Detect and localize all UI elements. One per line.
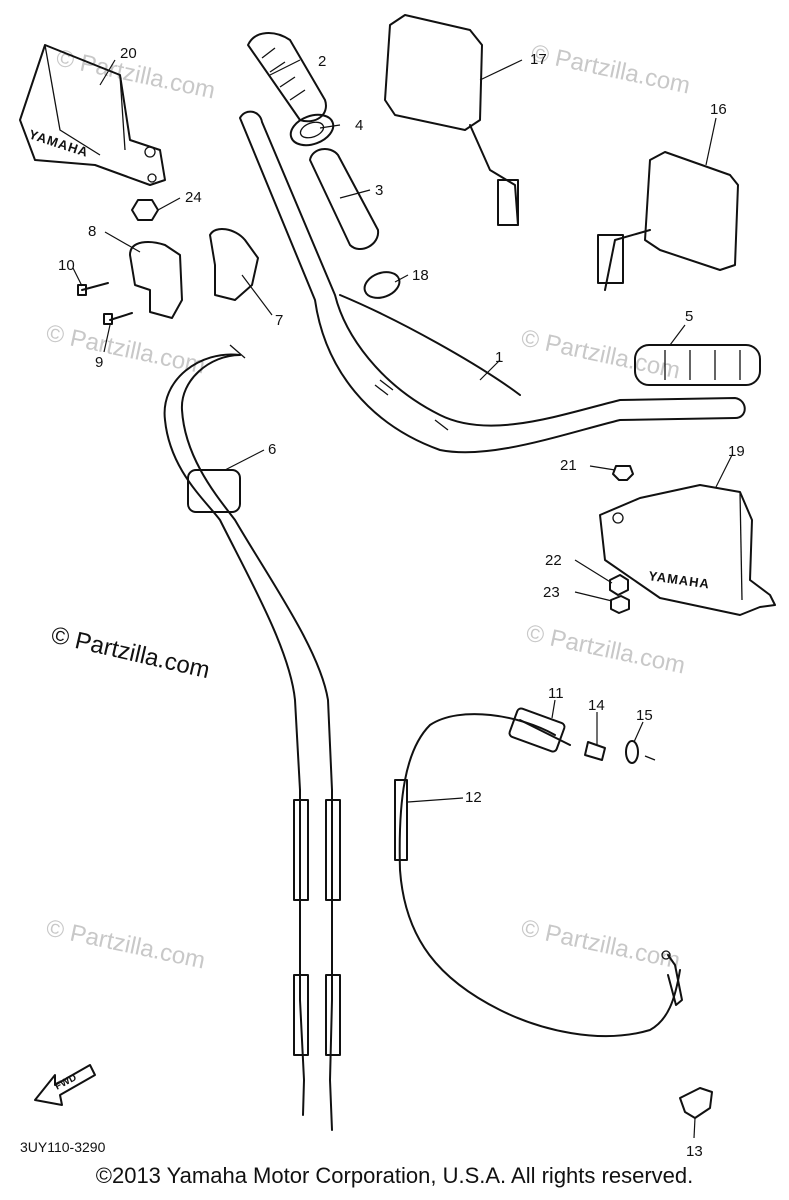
- watermark: © Partzilla.com: [44, 319, 208, 379]
- throttle-tube: [309, 148, 380, 250]
- callout-18: 18: [412, 267, 429, 284]
- callout-11: 11: [548, 685, 564, 702]
- clutch-cable: [394, 707, 683, 1038]
- grip-collar: [289, 113, 335, 147]
- handlebar-holder-lower: [129, 241, 183, 319]
- callout-6: 6: [268, 441, 276, 458]
- watermarks: © Partzilla.com © Partzilla.com © Partzi…: [44, 39, 693, 974]
- callout-20: 20: [120, 45, 137, 62]
- callout-16: 16: [710, 101, 727, 118]
- callout-19: 19: [728, 443, 745, 460]
- callout-21: 21: [560, 457, 577, 474]
- callout-17: 17: [530, 51, 547, 68]
- leader-lines: [72, 59, 733, 1139]
- callout-7: 7: [275, 312, 283, 329]
- fwd-arrow: FWD: [34, 1064, 96, 1106]
- screw-10: [77, 282, 109, 296]
- callout-1: 1: [495, 349, 503, 366]
- bolt-21: [612, 465, 634, 481]
- watermark: © Partzilla.com: [529, 39, 693, 99]
- callout-13: 13: [686, 1143, 703, 1160]
- callout-9: 9: [95, 354, 103, 371]
- bolt-13: [679, 1087, 713, 1119]
- callouts: 20 2 17 16 4 3 24 8 10 18 7 5 1 9 6 21 1…: [58, 45, 745, 1160]
- nut-22: [609, 574, 629, 596]
- callout-24: 24: [185, 189, 202, 206]
- callout-23: 23: [543, 584, 560, 601]
- hand-guard-brand: YAMAHA: [27, 127, 90, 160]
- right-hand-guard: YAMAHA: [599, 484, 776, 616]
- watermark: © Partzilla.com: [524, 619, 688, 679]
- callout-8: 8: [88, 223, 96, 240]
- part-code: 3UY110-3290: [20, 1139, 106, 1155]
- throttle-grip: [247, 32, 327, 123]
- callout-4: 4: [355, 117, 363, 134]
- hand-guard-brand: YAMAHA: [648, 568, 711, 591]
- handlebar-holder-upper: [209, 228, 259, 301]
- watermark: © Partzilla.com: [44, 914, 208, 974]
- fwd-label: FWD: [53, 1072, 78, 1092]
- left-grip: [634, 344, 761, 386]
- callout-2: 2: [318, 53, 326, 70]
- callout-5: 5: [685, 308, 693, 325]
- mirror-right: [597, 151, 739, 291]
- partzilla-watermark: © Partzilla.com: [49, 622, 213, 685]
- handlebar: [239, 110, 746, 454]
- mirror-left: [384, 14, 519, 226]
- copyright-notice: ©2013 Yamaha Motor Corporation, U.S.A. A…: [95, 1163, 694, 1188]
- callout-22: 22: [545, 552, 562, 569]
- callout-3: 3: [375, 182, 383, 199]
- callout-10: 10: [58, 257, 75, 274]
- ring-18: [363, 271, 401, 299]
- nut-24: [131, 199, 159, 221]
- screw-9: [103, 312, 133, 325]
- watermark: © Partzilla.com: [519, 324, 683, 384]
- throttle-cables: [163, 344, 341, 1131]
- watermark: © Partzilla.com: [519, 914, 683, 974]
- nut-23: [610, 595, 630, 614]
- callout-14: 14: [588, 697, 605, 714]
- callout-12: 12: [465, 789, 482, 806]
- callout-15: 15: [636, 707, 653, 724]
